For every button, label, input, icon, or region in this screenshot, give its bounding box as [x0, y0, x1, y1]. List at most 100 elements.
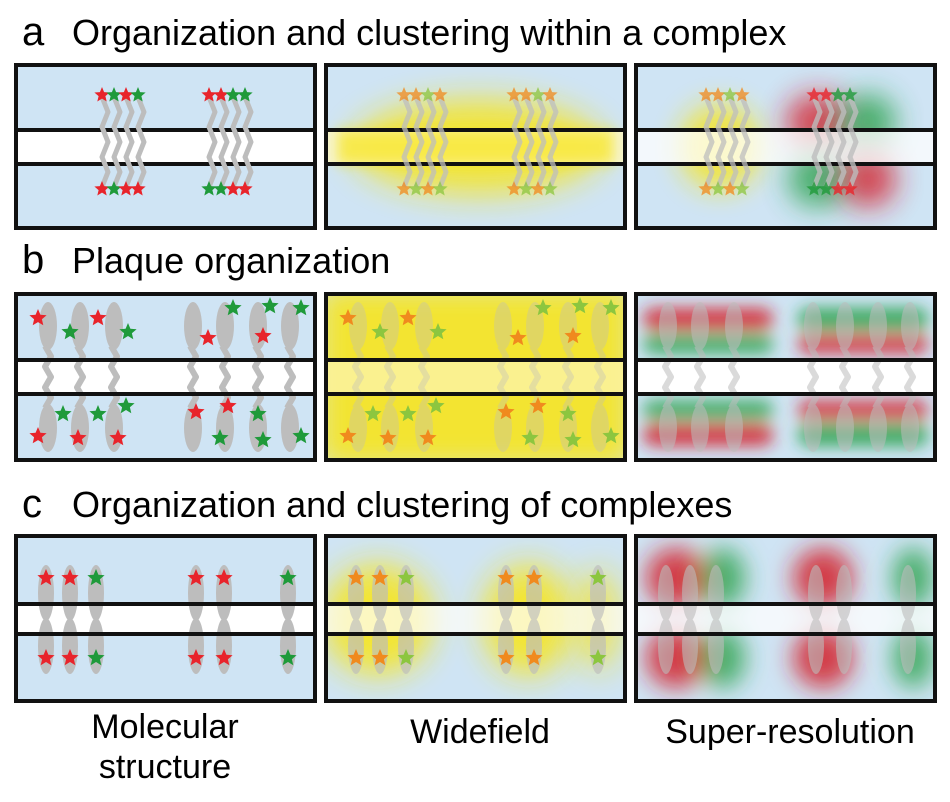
fluorophore-star-icon — [399, 309, 417, 326]
fluorophore-star-icon — [379, 429, 397, 446]
panel-a-superres — [634, 63, 937, 230]
fluorophore-star-icon — [698, 87, 714, 102]
protein-strand — [425, 96, 437, 188]
fluorophore-star-icon — [94, 181, 110, 196]
protein-blob — [836, 302, 854, 350]
fluorophore-star-icon — [187, 569, 205, 586]
column-label-superres: Super-resolution — [665, 713, 915, 751]
protein-blob — [725, 404, 743, 452]
fluorophore-star-icon — [830, 87, 846, 102]
row-c-letter: c — [22, 482, 42, 526]
fluorophore-star-icon — [219, 397, 237, 414]
fluorophore-star-icon — [87, 569, 105, 586]
protein-strand — [562, 344, 574, 410]
fluorophore-star-icon — [806, 87, 822, 102]
protein-strand — [497, 344, 509, 410]
complex-proteins — [658, 565, 916, 674]
panel-a-widefield-svg — [328, 87, 623, 196]
fluorophore-star-icon — [215, 569, 233, 586]
protein-blob — [281, 404, 299, 452]
fluorophore-star-icon — [589, 649, 607, 666]
protein-strand — [694, 344, 706, 410]
protein-strand — [413, 96, 425, 188]
row-b-letter: b — [22, 238, 45, 282]
green-band — [798, 424, 928, 446]
panel-b-widefield-svg — [328, 296, 623, 458]
fluorophore-star-icon — [364, 405, 382, 422]
fluorophore-star-icon — [564, 431, 582, 448]
panel-c-superres — [634, 534, 937, 703]
protein-blob — [398, 618, 414, 674]
protein-blob — [901, 302, 919, 350]
fluorophore-star-icon — [427, 397, 445, 414]
row-a-letter: a — [22, 10, 45, 54]
fluorophore-star-icon — [130, 87, 146, 102]
fluorophore-star-icon — [734, 87, 750, 102]
membrane-gap — [18, 360, 313, 394]
fluorophore-star-icon — [106, 87, 122, 102]
fluorophore-star-icon — [118, 181, 134, 196]
protein-strand — [111, 96, 123, 188]
protein-blob — [900, 618, 916, 674]
panel-c-widefield-svg — [328, 565, 623, 675]
membrane-gap — [638, 604, 933, 634]
protein-blob — [869, 302, 887, 350]
protein-strand — [835, 96, 847, 188]
protein-cluster-left — [94, 87, 147, 196]
protein-blob — [349, 404, 367, 452]
fluorophore-star-icon — [419, 429, 437, 446]
fluorophore-star-icon — [408, 181, 424, 196]
protein-cluster-left — [698, 87, 751, 196]
protein-blob — [901, 404, 919, 452]
protein-blob — [349, 302, 367, 350]
fluorophore-star-icon — [432, 87, 448, 102]
fluorophore-star-icon — [399, 405, 417, 422]
protein-strand — [847, 96, 859, 188]
fluorophore-star-icon — [530, 87, 546, 102]
protein-blob — [658, 618, 674, 674]
protein-blob — [682, 618, 698, 674]
fluorophore-star-icon — [347, 569, 365, 586]
fluorophore-star-icon — [254, 327, 272, 344]
column-label-molecular-line2: structure — [98, 748, 232, 786]
column-label-molecular: Molecular structure — [40, 707, 290, 787]
row-c-title: c Organization and clustering of complexe… — [22, 484, 732, 525]
protein-strand — [74, 344, 86, 410]
protein-strand — [123, 96, 135, 188]
fluorophore-star-icon — [497, 403, 515, 420]
fluorophore-star-icon — [37, 649, 55, 666]
protein-strand — [187, 344, 199, 410]
fluorophore-star-icon — [429, 323, 447, 340]
protein-blob — [280, 618, 296, 674]
fluorophore-star-icon — [559, 405, 577, 422]
fluorophore-star-icon — [199, 329, 217, 346]
protein-strand — [218, 96, 230, 188]
protein-blob — [804, 302, 822, 350]
red-band — [798, 400, 928, 420]
protein-blob — [836, 565, 852, 621]
fluorophore-star-icon — [109, 429, 127, 446]
protein-cluster-left — [396, 87, 449, 196]
fluorophore-star-icon — [237, 87, 253, 102]
protein-blob — [691, 404, 709, 452]
row-c-text: Organization and clustering of complexes — [72, 484, 733, 525]
panel-b-superres — [634, 292, 937, 462]
protein-blob — [415, 302, 433, 350]
protein-strand — [284, 344, 296, 410]
protein-blob — [415, 404, 433, 452]
fluorophore-star-icon — [87, 649, 105, 666]
fluorophore-star-icon — [292, 427, 310, 444]
protein-blob — [591, 404, 609, 452]
complex-labels — [37, 569, 297, 666]
membrane-gap — [638, 130, 933, 164]
protein-strand — [535, 96, 547, 188]
fluorophore-star-icon — [94, 87, 110, 102]
protein-blob — [682, 565, 698, 621]
fluorophore-star-icon — [225, 181, 241, 196]
fluorophore-star-icon — [117, 397, 135, 414]
fluorophore-star-icon — [339, 427, 357, 444]
protein-strand — [352, 344, 364, 410]
fluorophore-star-icon — [371, 649, 389, 666]
plaque-proteins — [39, 302, 299, 452]
fluorophore-star-icon — [29, 427, 47, 444]
